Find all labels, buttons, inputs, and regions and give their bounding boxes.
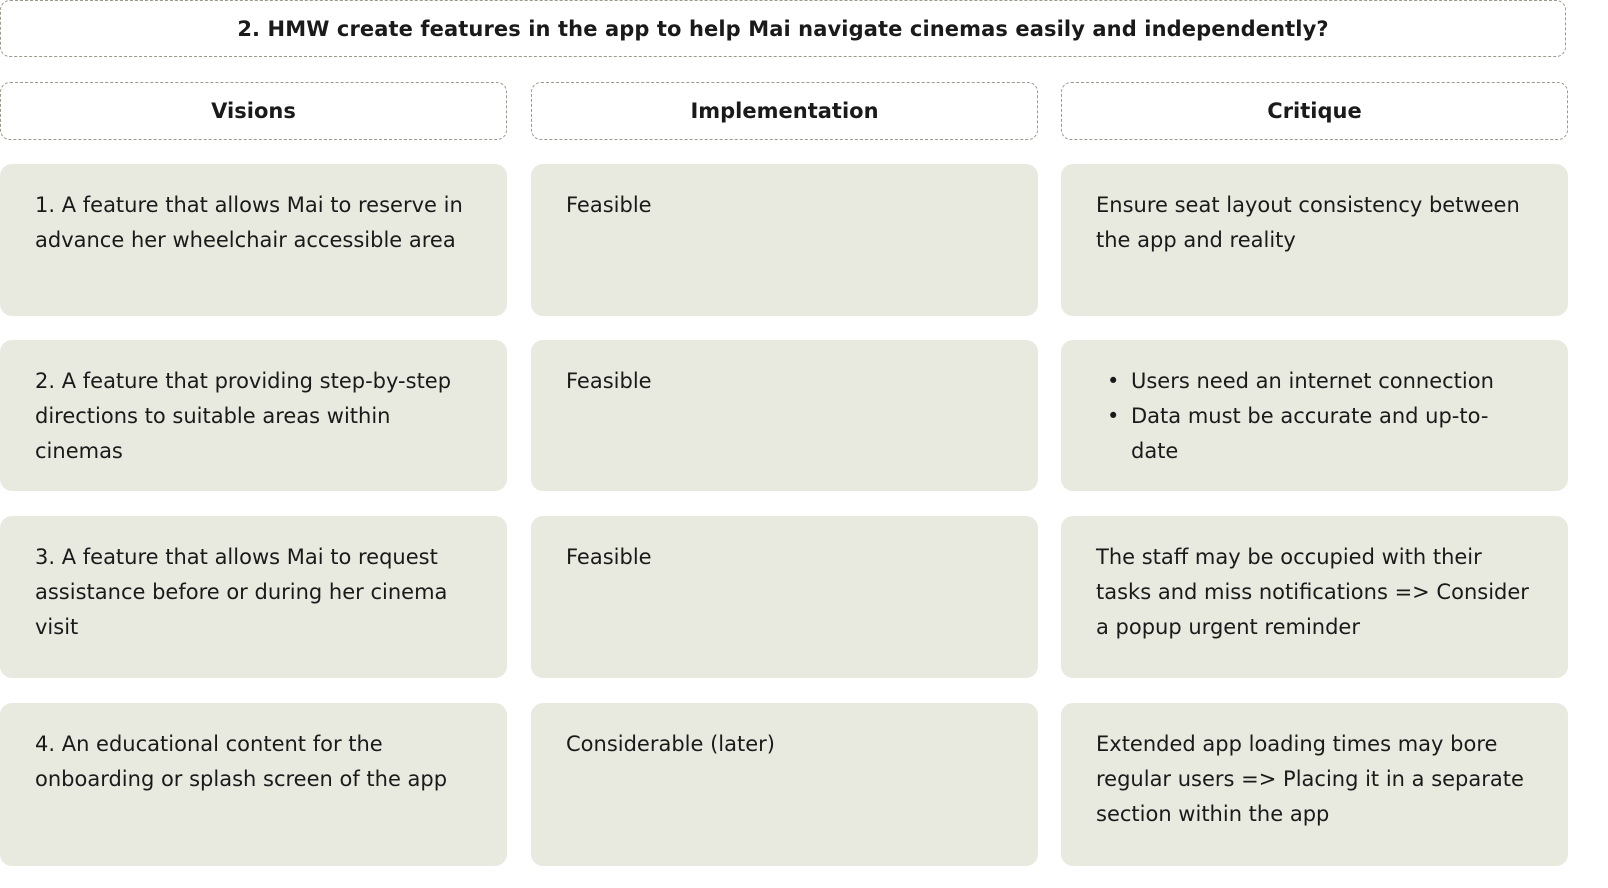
vision-card-4: 4. An educational content for the onboar…: [0, 703, 507, 866]
page-title: 2. HMW create features in the app to hel…: [0, 0, 1566, 57]
vision-card-2: 2. A feature that providing step-by-step…: [0, 340, 507, 491]
vision-card-3: 3. A feature that allows Mai to request …: [0, 516, 507, 678]
critique-bullet: Data must be accurate and up-to-date: [1107, 399, 1534, 469]
column-header-visions: Visions: [0, 82, 507, 140]
vision-card-1: 1. A feature that allows Mai to reserve …: [0, 164, 507, 316]
critique-card-2: Users need an internet connection Data m…: [1061, 340, 1568, 491]
critique-card-3: The staff may be occupied with their tas…: [1061, 516, 1568, 678]
implementation-card-2: Feasible: [531, 340, 1038, 491]
critique-card-1: Ensure seat layout consistency between t…: [1061, 164, 1568, 316]
implementation-card-1: Feasible: [531, 164, 1038, 316]
implementation-card-4: Considerable (later): [531, 703, 1038, 866]
critique-card-4: Extended app loading times may bore regu…: [1061, 703, 1568, 866]
critique-bullet-list: Users need an internet connection Data m…: [1096, 364, 1534, 469]
column-header-implementation: Implementation: [531, 82, 1038, 140]
implementation-card-3: Feasible: [531, 516, 1038, 678]
critique-bullet: Users need an internet connection: [1107, 364, 1534, 399]
column-header-critique: Critique: [1061, 82, 1568, 140]
